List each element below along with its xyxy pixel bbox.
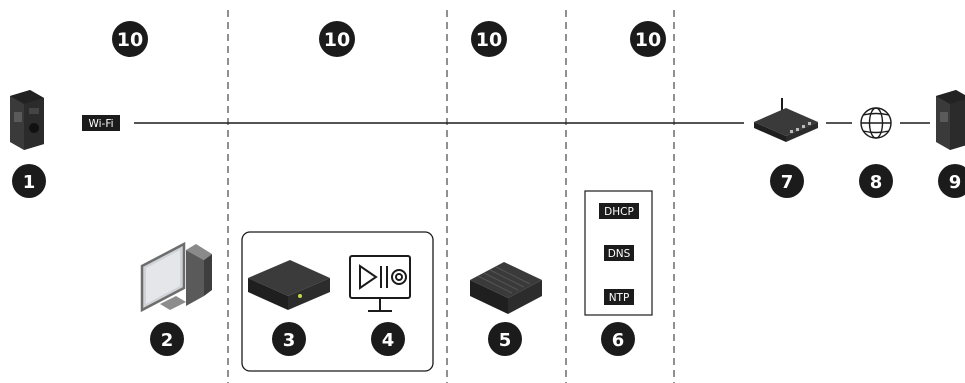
video-monitor-icon — [349, 255, 411, 312]
svg-text:5: 5 — [499, 330, 512, 351]
device-number-badge: 7 — [770, 164, 804, 198]
svg-text:10: 10 — [635, 29, 661, 51]
svg-text:DNS: DNS — [608, 248, 631, 260]
device-number-badge: 3 — [272, 322, 306, 356]
device-number-badge: 1 — [12, 164, 46, 198]
device-number-badge: 6 — [601, 322, 635, 356]
recorder-box-icon — [248, 260, 330, 310]
globe-icon — [860, 107, 892, 139]
dns-label: DNS — [604, 245, 634, 261]
svg-text:DHCP: DHCP — [604, 206, 634, 218]
device-number-badge: 4 — [371, 322, 405, 356]
svg-text:1: 1 — [23, 172, 36, 193]
svg-text:2: 2 — [161, 330, 174, 351]
wifi-label: Wi-Fi — [82, 115, 120, 131]
svg-text:10: 10 — [476, 29, 502, 51]
svg-text:3: 3 — [283, 330, 296, 351]
svg-text:7: 7 — [781, 172, 794, 193]
svg-text:10: 10 — [324, 29, 350, 51]
server-box-icon — [470, 262, 542, 314]
device-number-badge: 5 — [488, 322, 522, 356]
svg-text:8: 8 — [870, 172, 883, 193]
zone-badge: 10 — [471, 21, 507, 57]
dhcp-label: DHCP — [599, 203, 639, 219]
desktop-computer-icon — [140, 241, 212, 313]
zone-dividers — [227, 10, 675, 383]
body-camera-icon — [10, 90, 44, 150]
svg-text:NTP: NTP — [609, 292, 630, 304]
recorder-group-frame — [241, 231, 434, 372]
svg-text:6: 6 — [612, 330, 625, 351]
device-number-badge: 8 — [859, 164, 893, 198]
zone-badge: 10 — [630, 21, 666, 57]
svg-text:4: 4 — [382, 330, 395, 351]
device-number-badge: 2 — [150, 322, 184, 356]
zone-badge: 10 — [319, 21, 355, 57]
remote-body-camera-icon — [936, 90, 965, 150]
svg-text:Wi-Fi: Wi-Fi — [88, 118, 113, 130]
router-icon — [754, 98, 818, 142]
ntp-label: NTP — [604, 289, 634, 305]
zone-badge: 10 — [112, 21, 148, 57]
device-number-badge: 9 — [938, 164, 965, 198]
svg-text:10: 10 — [117, 29, 143, 51]
svg-text:9: 9 — [949, 172, 962, 193]
